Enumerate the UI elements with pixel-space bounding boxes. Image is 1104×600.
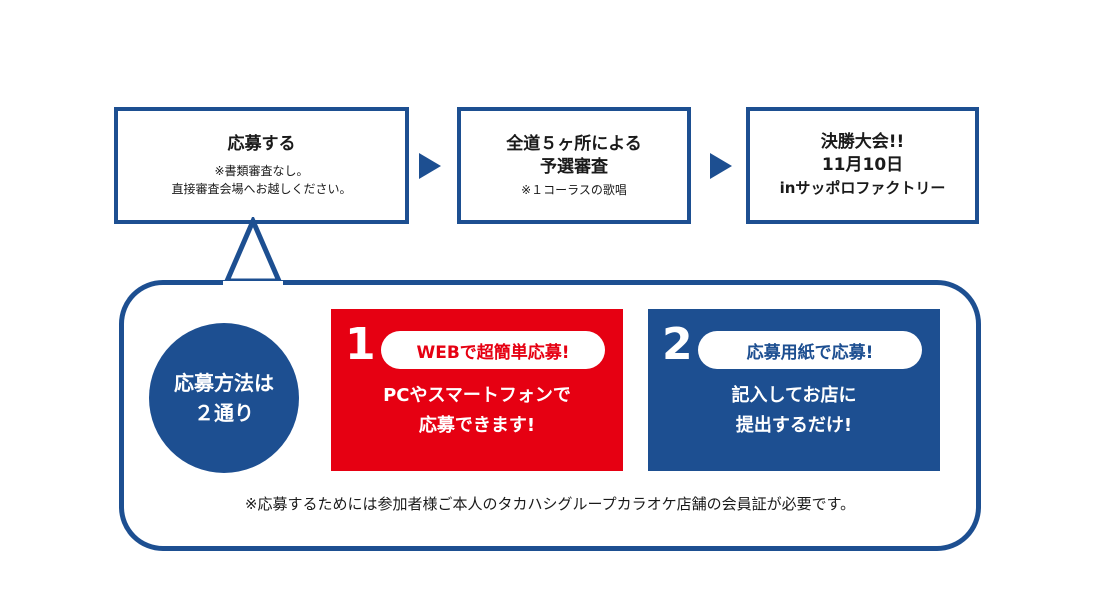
step-apply-title: 応募する	[227, 134, 296, 154]
option-paper-desc-2: 提出するだけ!	[735, 415, 853, 436]
pointer-triangle-icon	[223, 217, 283, 285]
option-paper-label: 応募用紙で応募!	[698, 331, 922, 369]
step-final-venue: inサッポロファクトリー	[779, 179, 946, 197]
step-final-box: 決勝大会!! 11月10日 inサッポロファクトリー	[746, 107, 979, 224]
step-preliminary-box: 全道５ヶ所による 予選審査 ※１コーラスの歌唱	[457, 107, 691, 224]
membership-footnote: ※応募するためには参加者様ご本人のタカハシグループカラオケ店舗の会員証が必要です…	[244, 495, 856, 513]
option-web-label: WEBで超簡単応募!	[381, 331, 605, 369]
flow-arrow-2-icon	[710, 153, 732, 179]
option-paper-desc-1: 記入してお店に	[731, 385, 857, 406]
step-apply-box: 応募する ※書類審査なし。 直接審査会場へお越しください。	[114, 107, 409, 224]
step-preliminary-note: ※１コーラスの歌唱	[521, 182, 627, 197]
option-web-card: 1 WEBで超簡単応募! PCやスマートフォンで 応募できます!	[331, 309, 623, 471]
step-final-title-1: 決勝大会!!	[820, 132, 905, 152]
flow-arrow-1-icon	[419, 153, 441, 179]
option-paper-card: 2 応募用紙で応募! 記入してお店に 提出するだけ!	[648, 309, 940, 471]
step-preliminary-title-1: 全道５ヶ所による	[506, 133, 642, 154]
option-paper-number: 2	[662, 319, 693, 370]
method-count-line-2: ２通り	[194, 401, 254, 425]
option-web-number: 1	[345, 319, 376, 370]
step-apply-note-2: 直接審査会場へお越しください。	[171, 182, 352, 196]
method-count-badge: 応募方法は ２通り	[149, 323, 299, 473]
option-web-desc-2: 応募できます!	[418, 415, 536, 436]
option-web-desc-1: PCやスマートフォンで	[383, 385, 571, 406]
step-final-date: 11月10日	[821, 155, 904, 175]
step-apply-note-1: ※書類審査なし。	[214, 164, 309, 178]
step-preliminary-title-2: 予選審査	[540, 156, 608, 177]
method-count-line-1: 応募方法は	[174, 371, 274, 395]
